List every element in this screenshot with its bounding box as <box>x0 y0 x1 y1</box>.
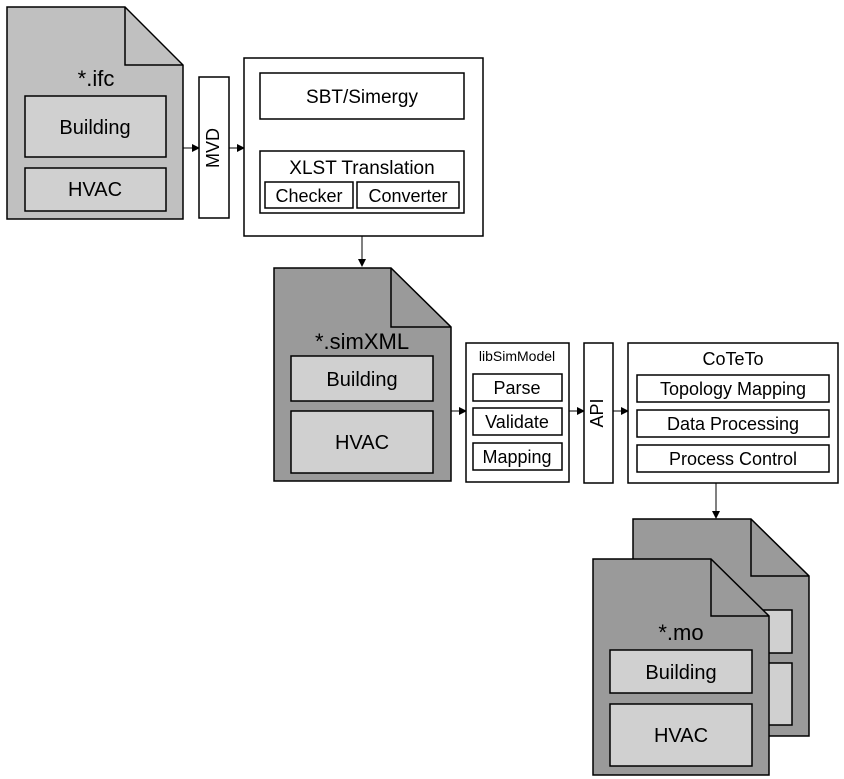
sbt-title-box <box>259 72 465 120</box>
libsimmodel-title: libSimModel <box>479 348 555 364</box>
ifc-building-label: Building <box>59 117 130 139</box>
simxml-file: *.simXML Building HVAC <box>273 267 452 482</box>
simxml-file-title: *.simXML <box>315 329 409 354</box>
mapping-label: Mapping <box>482 447 551 467</box>
api-label: API <box>587 398 607 427</box>
mo-hvac-box <box>609 703 753 767</box>
checker-label: Checker <box>275 186 342 206</box>
mvd-label: MVD <box>203 128 223 168</box>
process-control-box <box>636 444 830 473</box>
coteto-title: CoTeTo <box>702 349 763 369</box>
mapping-box <box>472 442 563 471</box>
coteto-box: CoTeTo Topology Mapping Data Processing … <box>627 342 839 484</box>
process-control-label: Process Control <box>669 449 797 469</box>
ifc-hvac-label: HVAC <box>68 179 122 201</box>
mo-file-front: *.mo Building HVAC <box>592 558 770 776</box>
sbt-title: SBT/Simergy <box>306 87 418 108</box>
simxml-building-box <box>290 355 434 402</box>
simxml-hvac-label: HVAC <box>335 432 389 454</box>
ifc-building-box <box>24 95 167 158</box>
mo-hvac-label: HVAC <box>654 725 708 747</box>
api-box: API <box>583 342 614 484</box>
converter-label: Converter <box>368 186 447 206</box>
ifc-file-title: *.ifc <box>78 66 115 91</box>
validate-label: Validate <box>485 412 549 432</box>
libsimmodel-box: libSimModel Parse Validate Mapping <box>465 342 570 483</box>
converter-box <box>356 181 460 209</box>
mo-building-box <box>609 649 753 694</box>
topology-mapping-label: Topology Mapping <box>660 379 806 399</box>
checker-box <box>264 181 354 209</box>
data-processing-box <box>636 409 830 438</box>
mvd-box: MVD <box>198 76 230 219</box>
parse-box <box>472 373 563 402</box>
data-processing-label: Data Processing <box>667 414 799 434</box>
validate-box <box>472 407 563 436</box>
ifc-file: *.ifc Building HVAC <box>6 6 184 220</box>
xlst-title: XLST Translation <box>289 158 434 179</box>
mo-file-title: *.mo <box>658 620 703 645</box>
simxml-building-label: Building <box>326 369 397 391</box>
ifc-hvac-box <box>24 167 167 212</box>
topology-mapping-box <box>636 374 830 403</box>
sbt-simergy-box: SBT/Simergy XLST Translation Checker Con… <box>243 57 484 237</box>
mo-building-label: Building <box>645 662 716 684</box>
parse-label: Parse <box>493 378 540 398</box>
simxml-hvac-box <box>290 410 434 474</box>
